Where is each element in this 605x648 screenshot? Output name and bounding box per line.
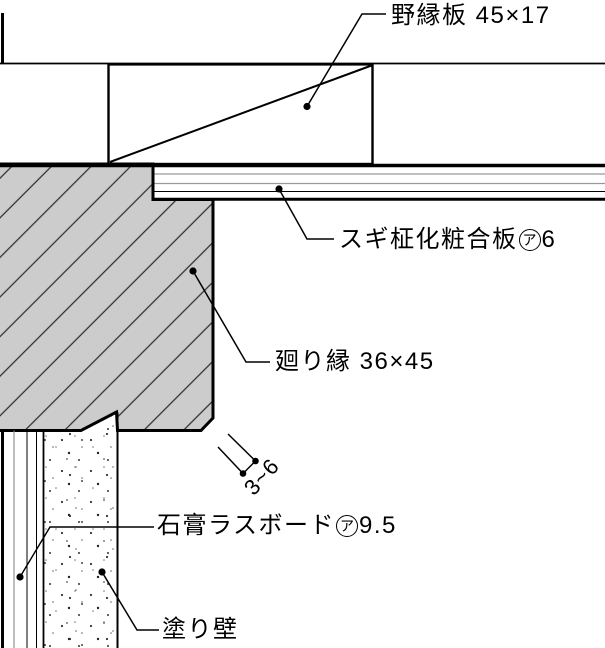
leader-plaster-wall <box>98 568 159 631</box>
thickness-symbol-icon: ア <box>336 515 359 537</box>
plywood-ceiling-board <box>154 166 605 198</box>
label-ceiling-furring-board-text: 野縁板 45×17 <box>391 2 551 29</box>
crown-molding-outline <box>0 162 215 432</box>
label-cedar-plywood-thickness: 6 <box>541 226 557 253</box>
label-plaster-wall: 塗り壁 <box>162 617 239 643</box>
leader-dot-crown-molding <box>189 267 197 275</box>
gap-dimension-dot-1 <box>252 457 259 465</box>
label-crown-molding-text: 廻り縁 36×45 <box>275 348 435 375</box>
leader-dot-gypsum-lath <box>16 573 24 581</box>
leader-dot-cedar-plywood <box>275 185 283 193</box>
thickness-symbol-icon: ア <box>518 229 541 251</box>
leader-dot-ceiling-furring <box>303 102 311 111</box>
leader-ceiling-furring <box>303 13 386 111</box>
label-gypsum-lath-board-text: 石膏ラスボード <box>157 512 336 539</box>
plaster-speckle-texture <box>43 412 118 648</box>
label-cedar-plywood-text: スギ柾化粧合板 <box>339 226 518 253</box>
label-crown-molding: 廻り縁 36×45 <box>275 349 435 375</box>
leader-cedar-plywood <box>275 185 334 240</box>
label-plaster-wall-text: 塗り壁 <box>162 616 239 643</box>
label-gypsum-lath-thickness: 9.5 <box>359 512 397 539</box>
crown-molding-hatch <box>0 164 213 431</box>
leader-dot-plaster-wall <box>98 568 106 576</box>
gap-dimension-lines <box>217 433 259 477</box>
label-ceiling-furring-board: 野縁板 45×17 <box>391 3 551 29</box>
gap-dimension-dot-2 <box>239 470 247 477</box>
leader-gypsum-lath <box>16 526 154 581</box>
leader-crown-molding <box>189 267 270 363</box>
furring-board-diagonal <box>109 64 372 163</box>
